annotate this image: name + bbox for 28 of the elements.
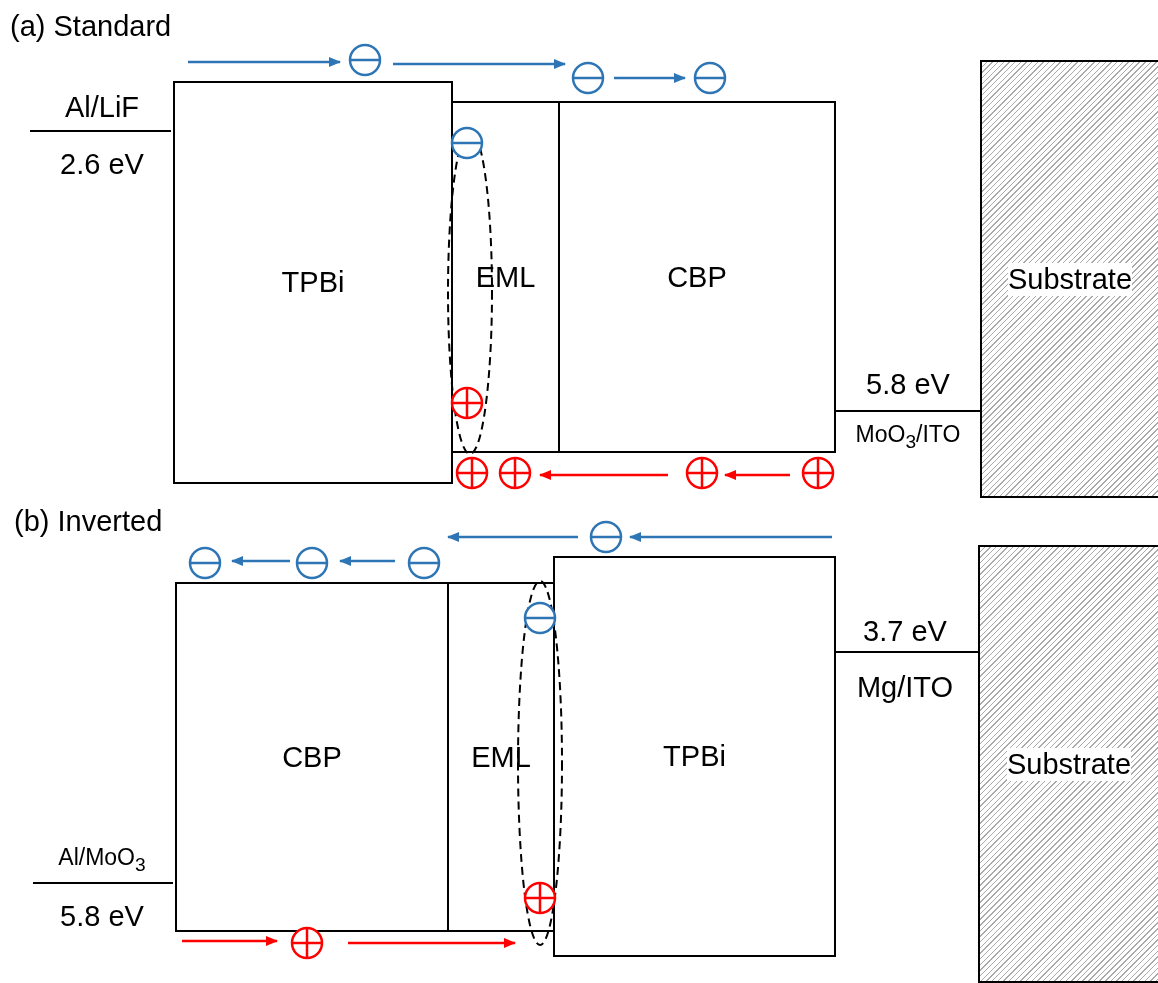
work-function-label: 5.8 eV: [60, 902, 144, 931]
panel-title: (a) Standard: [10, 12, 172, 41]
layer-label: EML: [471, 740, 531, 774]
layer-label: CBP: [282, 740, 342, 774]
layer-label: TPBi: [663, 740, 726, 773]
work-function-label: 2.6 eV: [60, 150, 144, 179]
electrode-label: Mg/ITO: [856, 673, 954, 702]
electrode-label: Al/LiF: [64, 93, 140, 122]
energy-level-line: [835, 651, 979, 653]
layer-label: TPBi: [281, 266, 345, 299]
electrode-label: Al/MoO$_{3}$: [58, 846, 146, 874]
substrate-block: [980, 60, 1158, 498]
layer-label: EML: [475, 260, 536, 294]
work-function-label: 5.8 eV: [866, 370, 950, 399]
layer-box: [175, 582, 449, 932]
layer-box: [173, 81, 453, 484]
work-function-label: 3.7 eV: [863, 617, 947, 646]
layer-box: [553, 556, 836, 957]
energy-level-line: [835, 410, 981, 412]
layer-label: CBP: [667, 260, 727, 294]
panel-title: (b) Inverted: [14, 507, 163, 536]
electrode-label: MoO$_{3}$/ITO: [855, 423, 961, 451]
layer-label: Substrate: [1006, 747, 1132, 781]
layer-box: [451, 101, 560, 453]
layer-box: [447, 582, 555, 932]
substrate-block: [978, 545, 1158, 983]
layer-label: Substrate: [1007, 262, 1133, 296]
layer-box: [558, 101, 836, 453]
